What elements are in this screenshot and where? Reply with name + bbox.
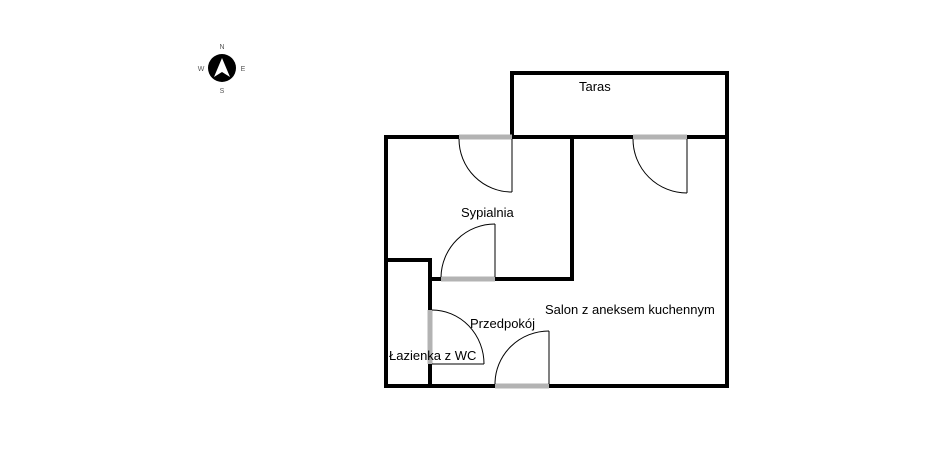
compass-west-label: W	[198, 66, 205, 73]
bathroom-door-icon	[431, 309, 485, 365]
salon-terrace-door-icon	[632, 138, 688, 194]
walls	[384, 71, 729, 388]
outer-wall	[384, 135, 729, 388]
compass-south-label: S	[220, 88, 225, 95]
compass-east-label: E	[241, 66, 246, 73]
compass-north-label: N	[219, 44, 224, 51]
compass-north-arrow	[214, 58, 230, 77]
room-label-sypialnia: Sypialnia	[461, 205, 515, 220]
room-label-salon: Salon z aneksem kuchennym	[545, 302, 715, 317]
room-label-przedpokoj: Przedpokój	[470, 316, 535, 331]
compass-rose-icon: N S E W	[198, 44, 246, 95]
doors	[431, 138, 688, 385]
bathroom-wall	[384, 258, 432, 388]
room-label-taras: Taras	[579, 79, 611, 94]
room-labels: Taras Sypialnia Salon z aneksem kuchenny…	[389, 79, 715, 363]
room-label-lazienka: Łazienka z WC	[389, 348, 476, 363]
bedroom-terrace-door-icon	[458, 138, 513, 193]
terrace-wall	[510, 71, 729, 139]
bedroom-door-icon	[440, 223, 496, 278]
door-openings	[427, 134, 687, 389]
entrance-door-icon	[494, 330, 550, 385]
